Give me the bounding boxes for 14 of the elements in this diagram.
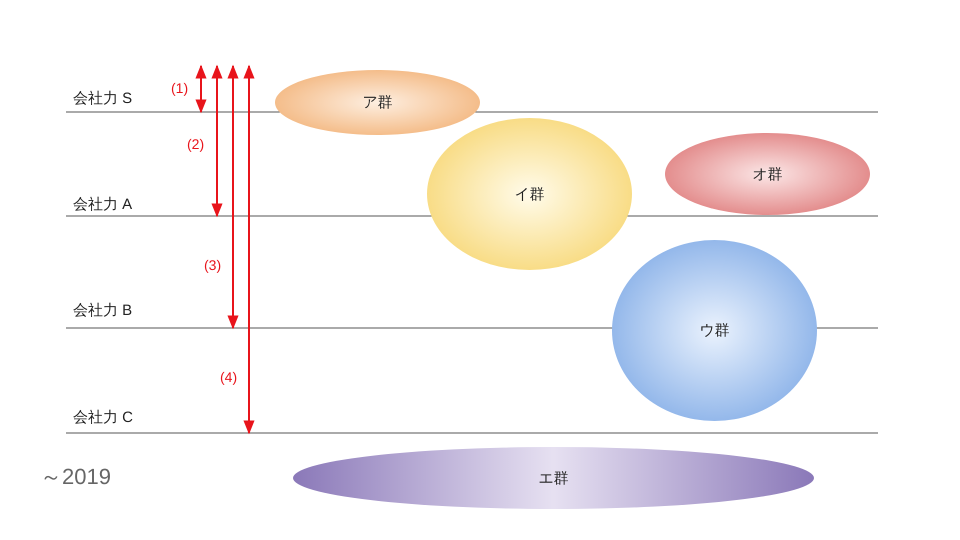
dimension-label: (2) bbox=[187, 136, 204, 152]
dimension-label: (1) bbox=[171, 80, 188, 96]
dimension-label: (3) bbox=[204, 257, 222, 273]
level-label: 会社力 C bbox=[73, 408, 133, 427]
level-label: 会社力 A bbox=[73, 195, 132, 214]
group-label: ア群 bbox=[362, 93, 392, 112]
group-label: ウ群 bbox=[700, 321, 730, 340]
level-label: 会社力 S bbox=[73, 89, 132, 108]
period-label: ～2019 bbox=[40, 463, 111, 491]
level-label: 会社力 B bbox=[73, 301, 132, 320]
dimension-label: (4) bbox=[220, 369, 238, 385]
group-label: オ群 bbox=[752, 164, 782, 184]
group-label: エ群 bbox=[538, 468, 568, 488]
group-label: イ群 bbox=[514, 184, 544, 204]
